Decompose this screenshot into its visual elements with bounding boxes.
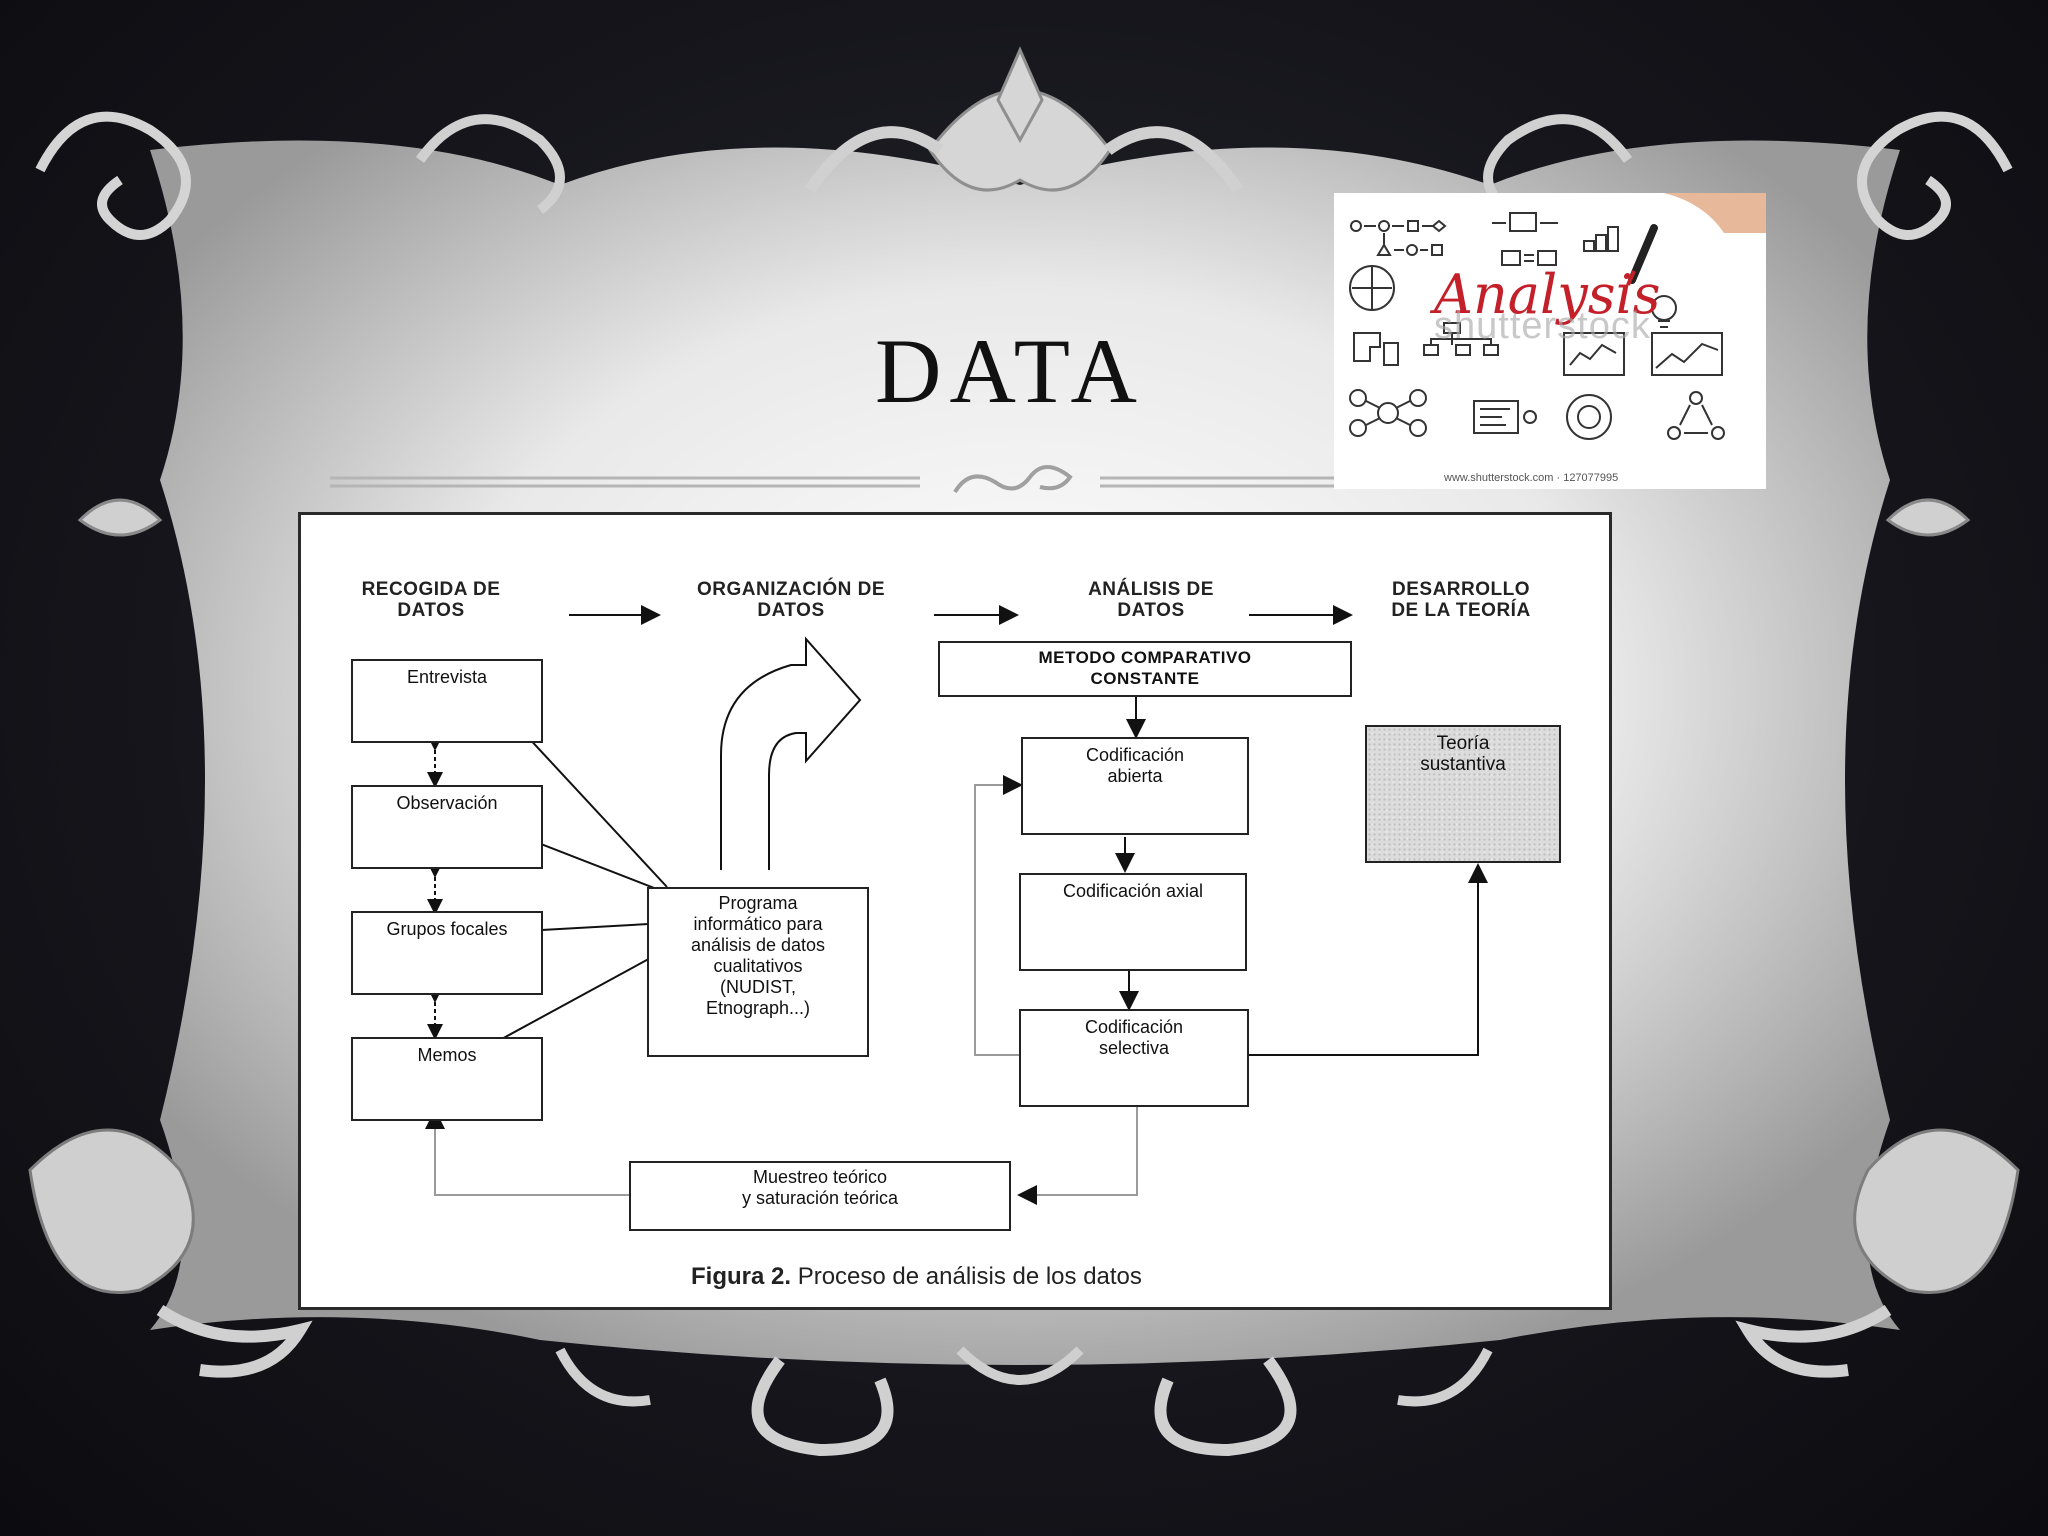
feedback-sampling-memos xyxy=(425,1109,629,1196)
hand-with-marker xyxy=(1626,193,1766,286)
stock-watermark: shutterstock xyxy=(1434,305,1651,347)
curved-big-arrow xyxy=(720,636,862,870)
box-memos: Memos xyxy=(351,1037,543,1121)
title-divider xyxy=(330,465,1340,494)
box-observacion: Observación xyxy=(351,785,543,869)
scroll-ornaments xyxy=(28,46,2020,1457)
box-grupos-focales: Grupos focales xyxy=(351,911,543,995)
stock-caption: www.shutterstock.com · 127077995 xyxy=(1444,472,1619,484)
feedback-selective-sampling xyxy=(1017,1107,1138,1205)
arrow-selective-theory xyxy=(1249,863,1488,1056)
analysis-word: Analysis xyxy=(1434,263,1661,326)
analysis-sketch-icon xyxy=(1349,193,1766,440)
box-programa-informatico: Programa informático para análisis de da… xyxy=(647,887,869,1057)
slide-title: DATA xyxy=(875,320,1145,422)
feedback-selective-open xyxy=(974,775,1023,1056)
figure-caption: Figura 2. Proceso de análisis de los dat… xyxy=(691,1263,1142,1290)
box-codificacion-axial: Codificación axial xyxy=(1019,873,1247,971)
link-memos-program xyxy=(486,948,668,1048)
analysis-stock-image: Analysis shutterstock www.shutterstock.c… xyxy=(1334,193,1766,489)
box-entrevista: Entrevista xyxy=(351,659,543,743)
